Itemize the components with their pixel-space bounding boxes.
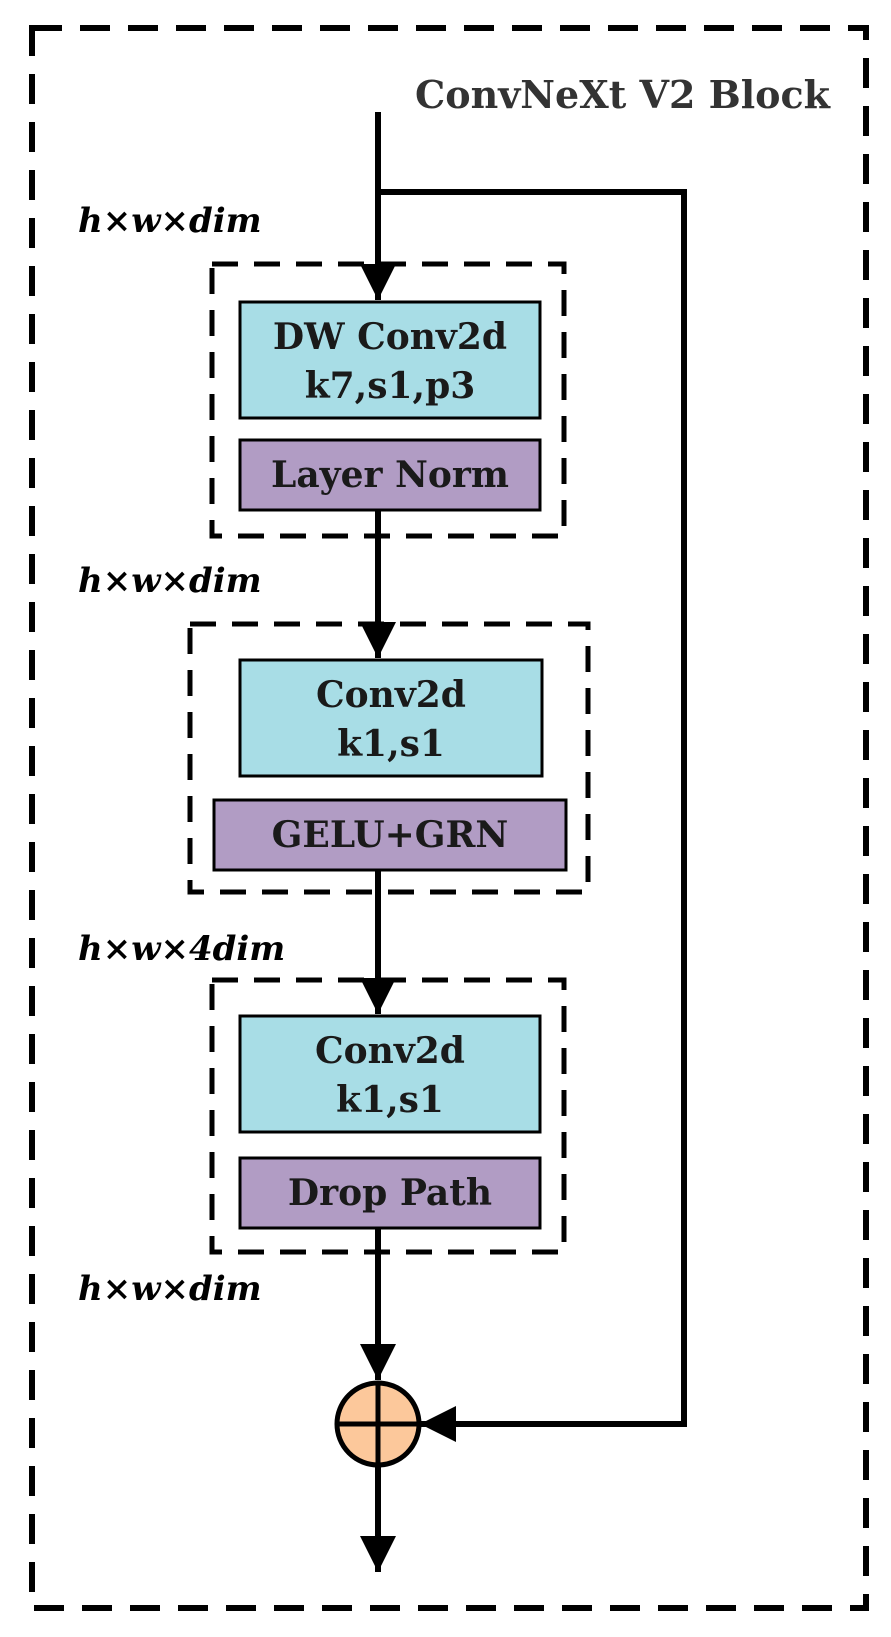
dim-label-after-norm: h×w×dim (78, 561, 262, 601)
dw-conv-label-line2: k7,s1,p3 (305, 365, 476, 407)
dim-label-after-drop: h×w×dim (78, 1269, 262, 1309)
outer-block-frame (29, 25, 869, 1611)
stage3-group-frame (209, 977, 567, 1255)
dim-label-after-gelu: h×w×4dim (78, 929, 285, 969)
conv2d-project-label-line1: Conv2d (315, 1030, 465, 1072)
skip-connection (378, 189, 687, 1442)
conv2d-expand-label-line2: k1,s1 (337, 723, 445, 765)
dw-conv-box (238, 300, 542, 420)
conv2d-project-box (238, 1014, 542, 1134)
stage1-group-frame (209, 261, 567, 539)
drop-path-label: Drop Path (288, 1172, 492, 1214)
layer-norm-label: Layer Norm (271, 454, 509, 496)
gelu-grn-box (212, 798, 568, 872)
conv2d-expand-box (238, 658, 544, 778)
layer-norm-box (238, 438, 542, 512)
conv2d-project-label-line2: k1,s1 (336, 1079, 444, 1121)
gelu-grn-label: GELU+GRN (272, 814, 509, 856)
add-node-icon (334, 1380, 422, 1468)
dim-label-input: h×w×dim (78, 201, 262, 241)
drop-path-box (238, 1156, 542, 1230)
stage2-group-frame (187, 621, 591, 895)
conv2d-expand-label-line1: Conv2d (316, 674, 466, 716)
dw-conv-label-line1: DW Conv2d (273, 316, 507, 358)
block-title: ConvNeXt V2 Block (415, 72, 831, 117)
